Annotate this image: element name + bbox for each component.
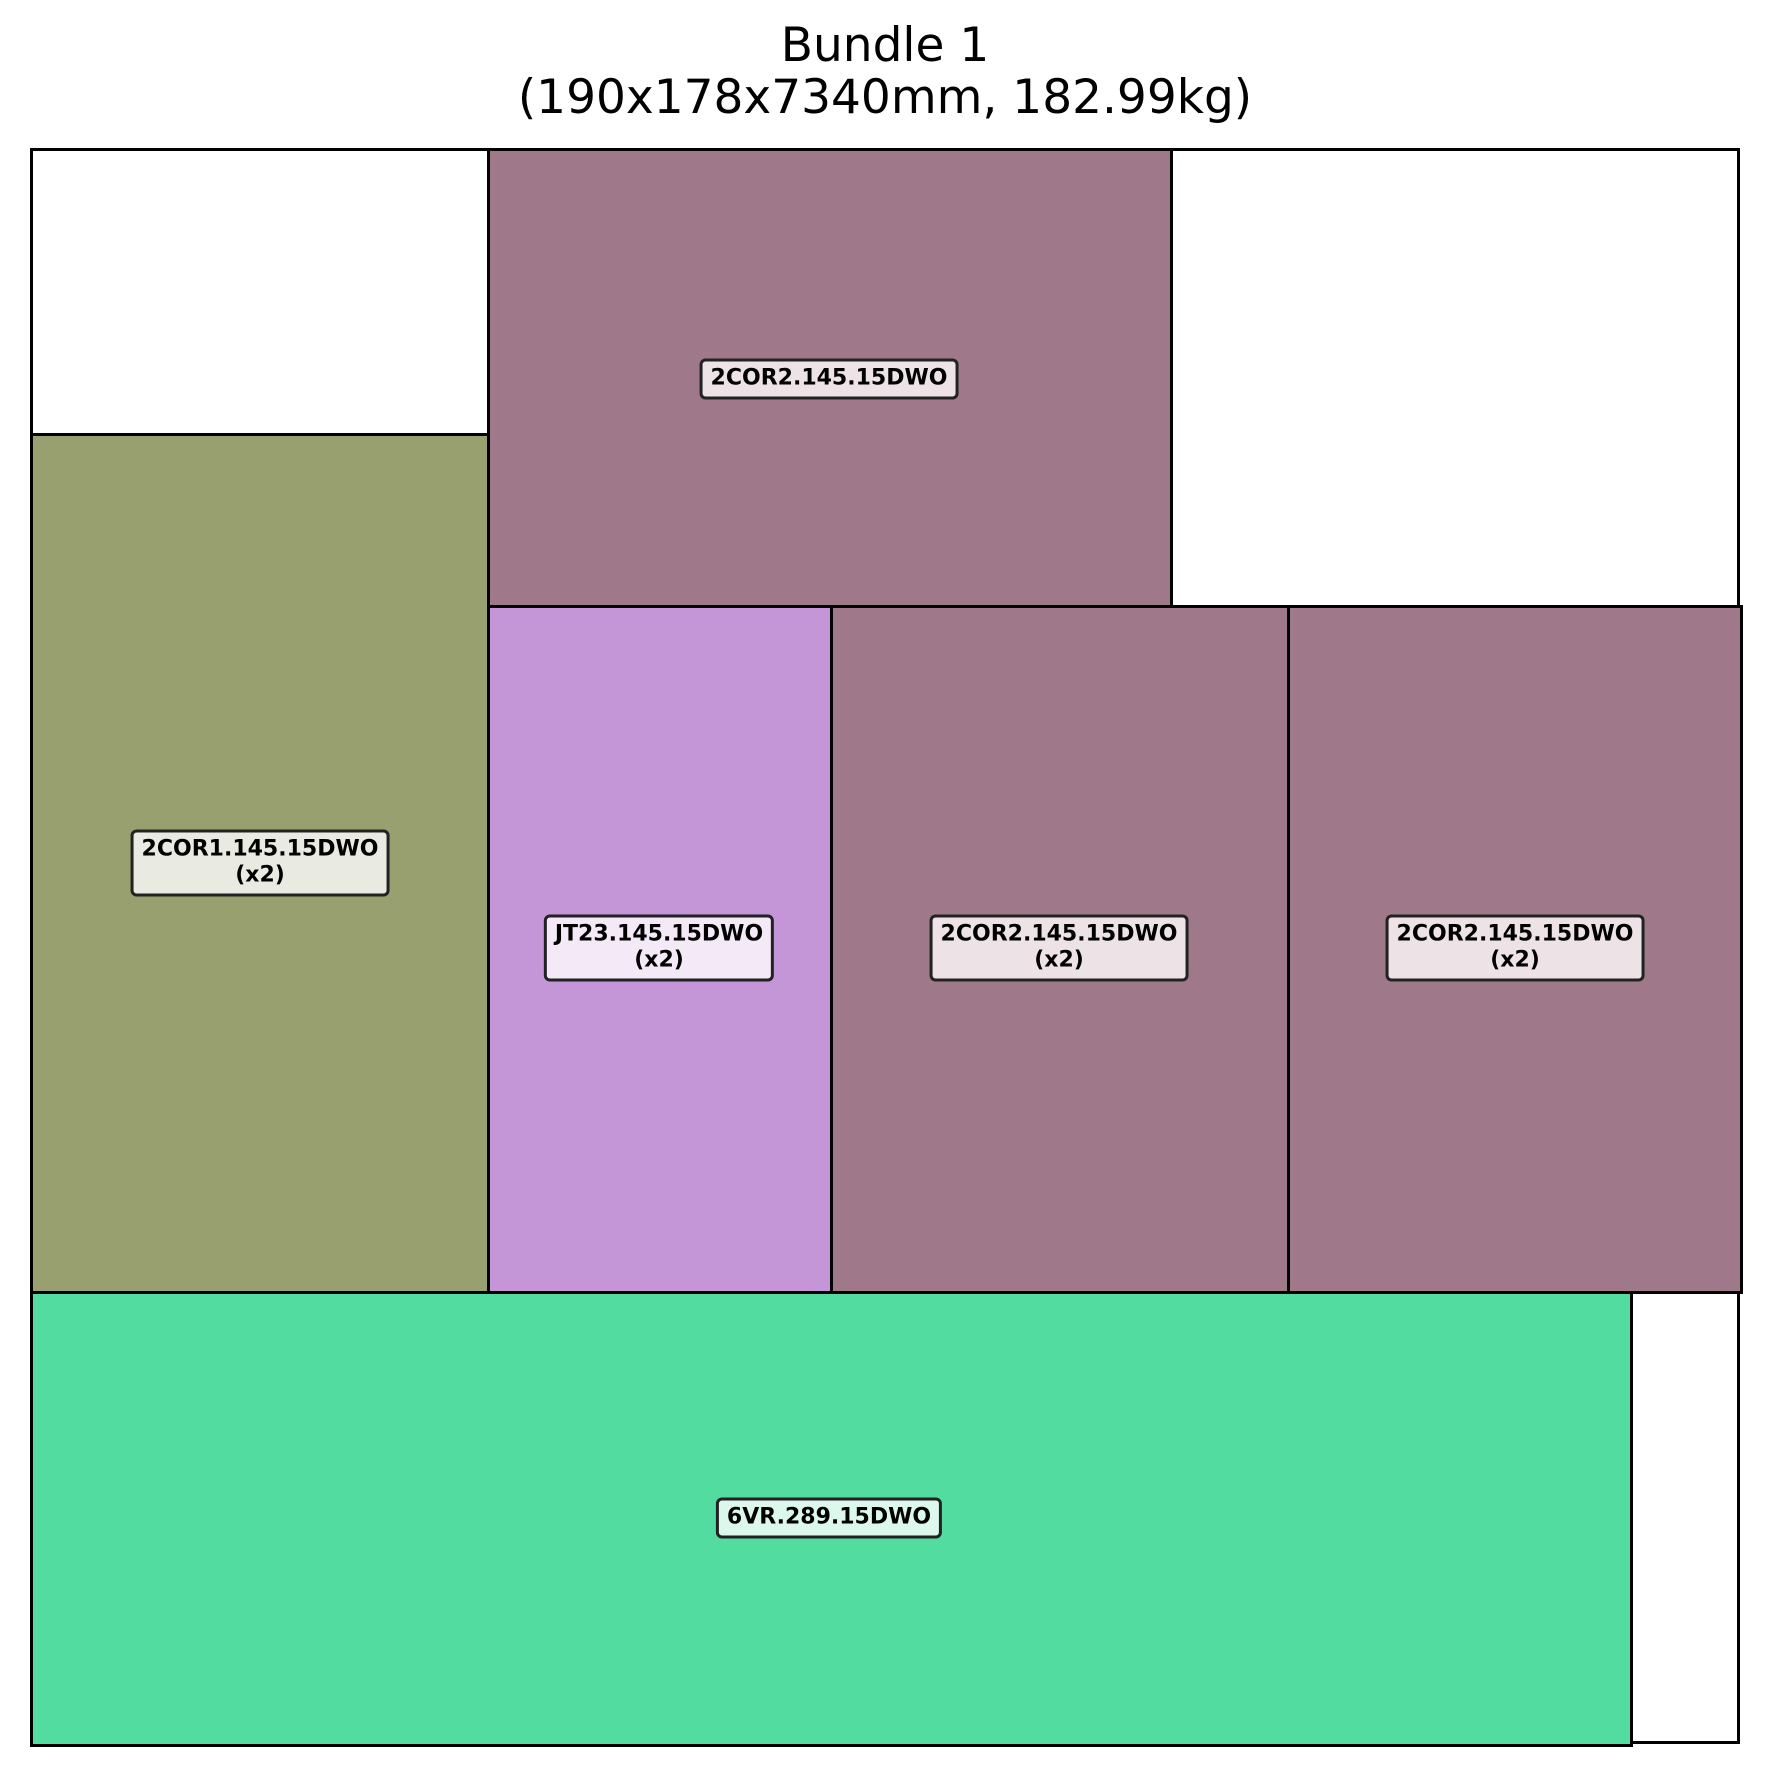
piece-quantity: (x2) bbox=[1490, 947, 1540, 973]
title-line-2: (190x178x7340mm, 182.99kg) bbox=[517, 70, 1253, 125]
piece-code: 2COR2.145.15DWO bbox=[940, 921, 1178, 947]
piece-code: 2COR2.145.15DWO bbox=[710, 365, 948, 391]
piece-label: 2COR2.145.15DWO (x2) bbox=[929, 914, 1189, 982]
title-line-1: Bundle 1 bbox=[780, 18, 990, 73]
piece-quantity: (x2) bbox=[634, 947, 684, 973]
piece-code: JT23.145.15DWO bbox=[554, 921, 764, 947]
piece-label: 2COR1.145.15DWO (x2) bbox=[130, 829, 390, 897]
piece-label: 2COR2.145.15DWO bbox=[699, 358, 959, 400]
piece-label: 2COR2.145.15DWO (x2) bbox=[1385, 914, 1645, 982]
piece-quantity: (x2) bbox=[235, 862, 285, 888]
piece-code: 2COR2.145.15DWO bbox=[1396, 921, 1634, 947]
piece-code: 2COR1.145.15DWO bbox=[141, 836, 379, 862]
piece-label: 6VR.289.15DWO bbox=[715, 1497, 943, 1539]
piece-code: 6VR.289.15DWO bbox=[726, 1504, 932, 1530]
diagram-title: Bundle 1 (190x178x7340mm, 182.99kg) bbox=[0, 20, 1770, 124]
bundle-cross-section: 2COR2.145.15DWO 2COR1.145.15DWO (x2) JT2… bbox=[30, 148, 1743, 1747]
piece-label: JT23.145.15DWO (x2) bbox=[543, 914, 775, 982]
piece-quantity: (x2) bbox=[1034, 947, 1084, 973]
